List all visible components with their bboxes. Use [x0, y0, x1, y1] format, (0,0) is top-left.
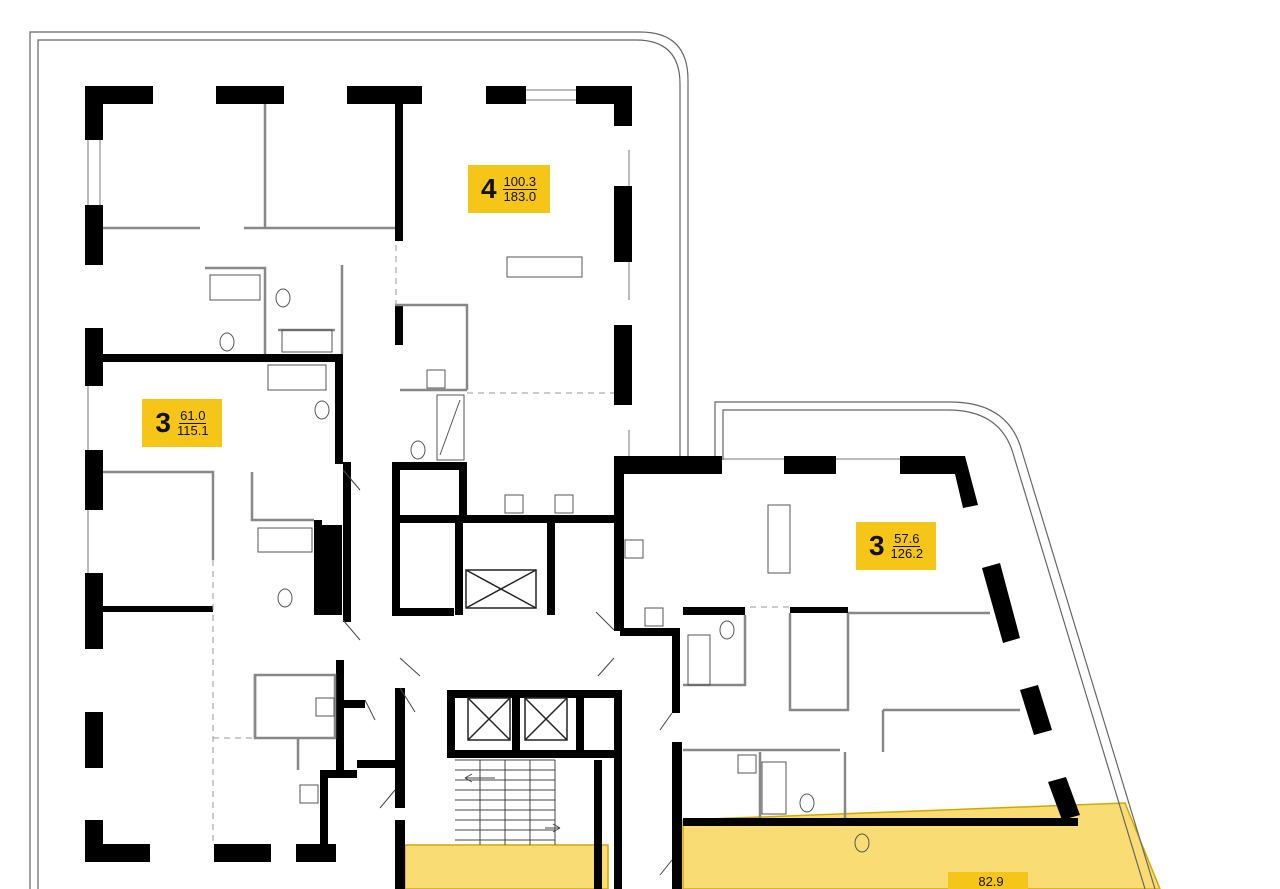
- apartment-badge-4-rooms[interactable]: 4 100.3 183.0: [468, 165, 550, 213]
- living-area: 82.9: [978, 874, 1004, 889]
- balcony-outlines: [29, 31, 1156, 889]
- interior-thick-walls: [103, 86, 1078, 889]
- area-fraction: 57.6 126.2: [890, 530, 924, 561]
- selected-apartments[interactable]: [404, 802, 1161, 889]
- room-count: 3: [868, 530, 885, 561]
- apartment-highlight-south-east[interactable]: [682, 802, 1161, 889]
- room-count: 4: [480, 173, 497, 204]
- partition-walls: [103, 104, 1020, 818]
- total-area: 115.1: [177, 422, 209, 438]
- stairs: [455, 759, 561, 845]
- area-fraction: 100.3 183.0: [502, 173, 538, 204]
- elevators: [465, 569, 568, 741]
- apartment-badge-3-rooms-east[interactable]: 3 57.6 126.2: [856, 522, 936, 570]
- total-area: 126.2: [890, 545, 924, 561]
- total-area: 183.0: [503, 188, 537, 204]
- room-count: 3: [155, 407, 171, 438]
- doors: [342, 469, 673, 876]
- living-area: 57.6: [893, 530, 921, 547]
- exterior-walls: [85, 86, 1080, 862]
- apartment-badge-partial-south[interactable]: 82.9: [948, 872, 1028, 889]
- fixtures: [209, 256, 870, 853]
- apartment-highlight-south[interactable]: [404, 844, 609, 889]
- windows: [87, 89, 900, 573]
- area-fraction: 82.9: [977, 872, 1004, 889]
- area-fraction: 61.0 115.1: [177, 407, 209, 438]
- living-area: 61.0: [179, 407, 207, 424]
- zone-separators: [212, 245, 790, 844]
- living-area: 100.3: [502, 173, 538, 190]
- apartment-badge-3-rooms-west[interactable]: 3 61.0 115.1: [142, 399, 222, 447]
